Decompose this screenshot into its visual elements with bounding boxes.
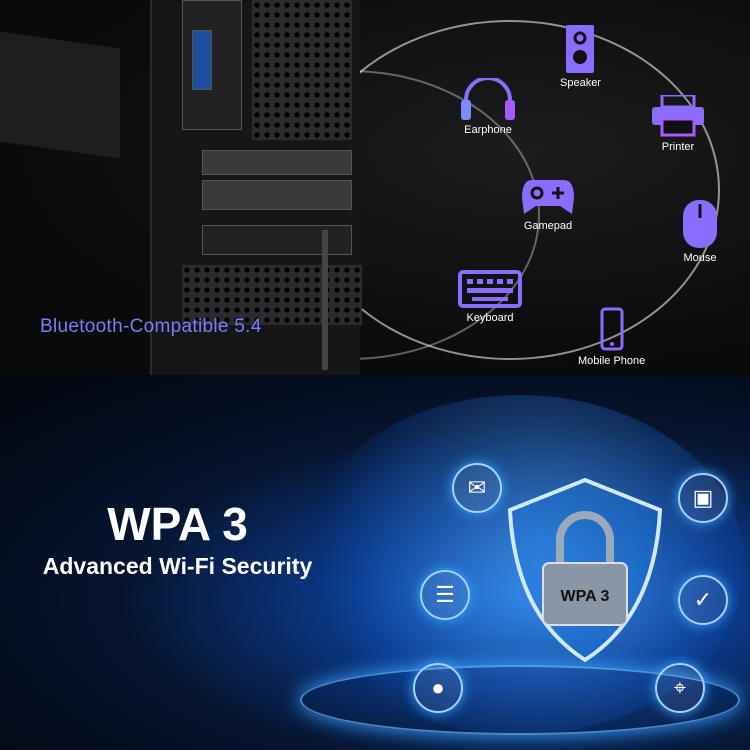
device-gamepad: Gamepad: [522, 178, 574, 232]
mail-icon: ✉: [452, 463, 502, 513]
location-pin-icon: ⌖: [655, 663, 705, 713]
wpa3-subtitle: Advanced Wi-Fi Security: [42, 553, 313, 579]
bluetooth-caption: Bluetooth-Compatible 5.4: [40, 316, 262, 337]
user-icon: ●: [413, 663, 463, 713]
gamepad-icon: [522, 180, 574, 214]
device-earphone: Earphone: [458, 78, 518, 136]
glow-ring: [300, 665, 740, 735]
device-keyboard: Keyboard: [458, 270, 522, 324]
speaker-icon: [566, 25, 595, 73]
chat-icon: ☰: [420, 570, 470, 620]
device-mobile-phone: Mobile Phone: [578, 307, 645, 367]
mobile-phone-icon: [600, 307, 624, 351]
headphones-icon: [461, 78, 515, 120]
device-printer: Printer: [652, 95, 704, 153]
device-speaker: Speaker: [560, 25, 601, 89]
printer-icon: [652, 95, 704, 137]
wpa3-title: WPA 3: [107, 498, 248, 550]
mouse-icon: [683, 200, 717, 248]
monitor: [0, 31, 120, 159]
document-check-icon: ✓: [678, 575, 728, 625]
shield-label: WPA 3: [560, 588, 610, 605]
wpa3-panel: WPA 3 Advanced Wi-Fi Security WPA 3 ✉ ▣ …: [0, 375, 750, 750]
shield-icon: [507, 477, 663, 663]
keyboard-icon: [458, 270, 522, 308]
pc-tower: [150, 0, 362, 375]
bluetooth-panel: Bluetooth-Compatible 5.4 Speaker Earphon…: [0, 0, 750, 375]
device-mouse: Mouse: [683, 200, 717, 264]
id-card-icon: ▣: [678, 473, 728, 523]
